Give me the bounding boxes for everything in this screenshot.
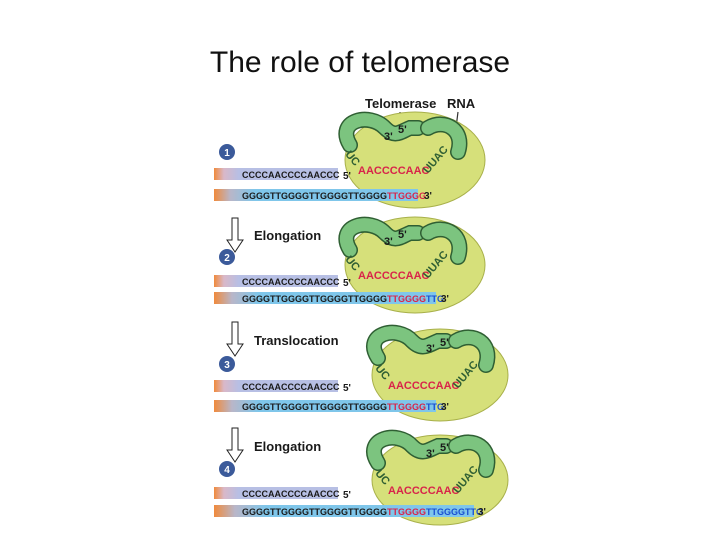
rna-5-prime: 5': [398, 124, 407, 136]
telomerase-enzyme: [371, 328, 509, 422]
rna-strand-loop: [367, 326, 453, 365]
bottom-strand-seq: GGGGTTGGGGTTGGGGTTGGGGTTGGGGTTG: [242, 294, 444, 304]
step-number: 4: [224, 465, 230, 476]
rna-strand-arm: [449, 435, 494, 477]
rna-3-prime: 3': [384, 131, 393, 143]
rna-template-bases: AACCCCAAC: [358, 165, 430, 177]
dna-bottom-strand: [214, 292, 436, 304]
top-strand-end: 5': [343, 490, 351, 501]
telomerase-enzyme: [371, 434, 509, 526]
step-badge: [219, 249, 235, 265]
top-strand-seq: CCCCAACCCCAACCC: [242, 489, 340, 499]
bottom-strand-seq: GGGGTTGGGGTTGGGGTTGGGGTTGGGGTTG: [242, 402, 444, 412]
rna-strand-loop: [339, 218, 425, 257]
step-badge: [219, 356, 235, 372]
step-action-label: Translocation: [254, 333, 339, 348]
telomerase-rna-header: Telomerase RNA: [365, 96, 476, 137]
rna-strand-arm: [421, 117, 466, 159]
rna-strand-arm: [421, 222, 466, 264]
down-arrow-icon: [226, 427, 244, 463]
step-badge: [219, 144, 235, 160]
dna-top-strand: [214, 487, 338, 499]
top-strand-seq: CCCCAACCCCAACCC: [242, 170, 340, 180]
top-strand-seq: CCCCAACCCCAACCC: [242, 382, 340, 392]
top-strand-end: 5': [343, 383, 351, 394]
top-strand-seq: CCCCAACCCCAACCC: [242, 277, 340, 287]
rna-template-bases: AACCCCAAC: [358, 270, 430, 282]
telomerase-label: Telomerase: [365, 96, 436, 111]
step-number: 1: [224, 148, 230, 159]
dna-top-strand: [214, 380, 338, 392]
dna-bottom-strand: [214, 189, 418, 201]
rna-5-prime: 5': [398, 229, 407, 241]
dna-bottom-strand: [214, 505, 474, 517]
step-number: 3: [224, 360, 230, 371]
rna-strand-arm: [449, 330, 494, 372]
step-4: Elongation 3' 5' UC AACCCCAAC UUAC 4 CCC…: [214, 427, 509, 526]
step-number: 2: [224, 253, 230, 264]
rna-label: RNA: [447, 96, 476, 111]
down-arrow-icon: [226, 321, 244, 357]
rna-strand-loop: [339, 113, 425, 152]
dna-bottom-strand: [214, 400, 436, 412]
step-2: Elongation 3' 5' UC AACCCCAAC UUAC 2 CCC…: [214, 216, 486, 314]
bottom-strand-seq: GGGGTTGGGGTTGGGGTTGGGGTTGGGGTTGGGGTTG: [242, 507, 483, 517]
slide-title: The role of telomerase: [209, 46, 511, 79]
rna-5-prime: 5': [440, 337, 449, 349]
bottom-strand-end: 3': [424, 191, 432, 202]
rna-template-bases: AACCCCAAC: [388, 485, 460, 497]
bottom-strand-end: 3': [478, 507, 486, 518]
top-strand-end: 5': [343, 278, 351, 289]
rna-3-prime: 3': [384, 236, 393, 248]
step-action-label: Elongation: [254, 228, 321, 243]
step-action-label: Elongation: [254, 439, 321, 454]
rna-3-prime: 3': [426, 343, 435, 355]
top-strand-end: 5': [343, 171, 351, 182]
bottom-strand-seq: GGGGTTGGGGTTGGGGTTGGGGTTGGGG: [242, 191, 426, 201]
rna-template-bases: AACCCCAAC: [388, 380, 460, 392]
dna-top-strand: [214, 275, 338, 287]
dna-top-strand: [214, 168, 338, 180]
step-badge: [219, 461, 235, 477]
step-3: Translocation 3' 5' UC AACCCCAAC UUAC 3 …: [214, 321, 509, 422]
rna-strand-loop: [367, 431, 453, 470]
rna-3-prime: 3': [426, 448, 435, 460]
bottom-strand-end: 3': [441, 294, 449, 305]
step-1: 3' 5' UC AACCCCAAC UUAC 1 CCCCAACCCCAACC…: [214, 111, 486, 209]
rna-5-prime: 5': [440, 442, 449, 454]
bottom-strand-end: 3': [441, 402, 449, 413]
down-arrow-icon: [226, 217, 244, 253]
